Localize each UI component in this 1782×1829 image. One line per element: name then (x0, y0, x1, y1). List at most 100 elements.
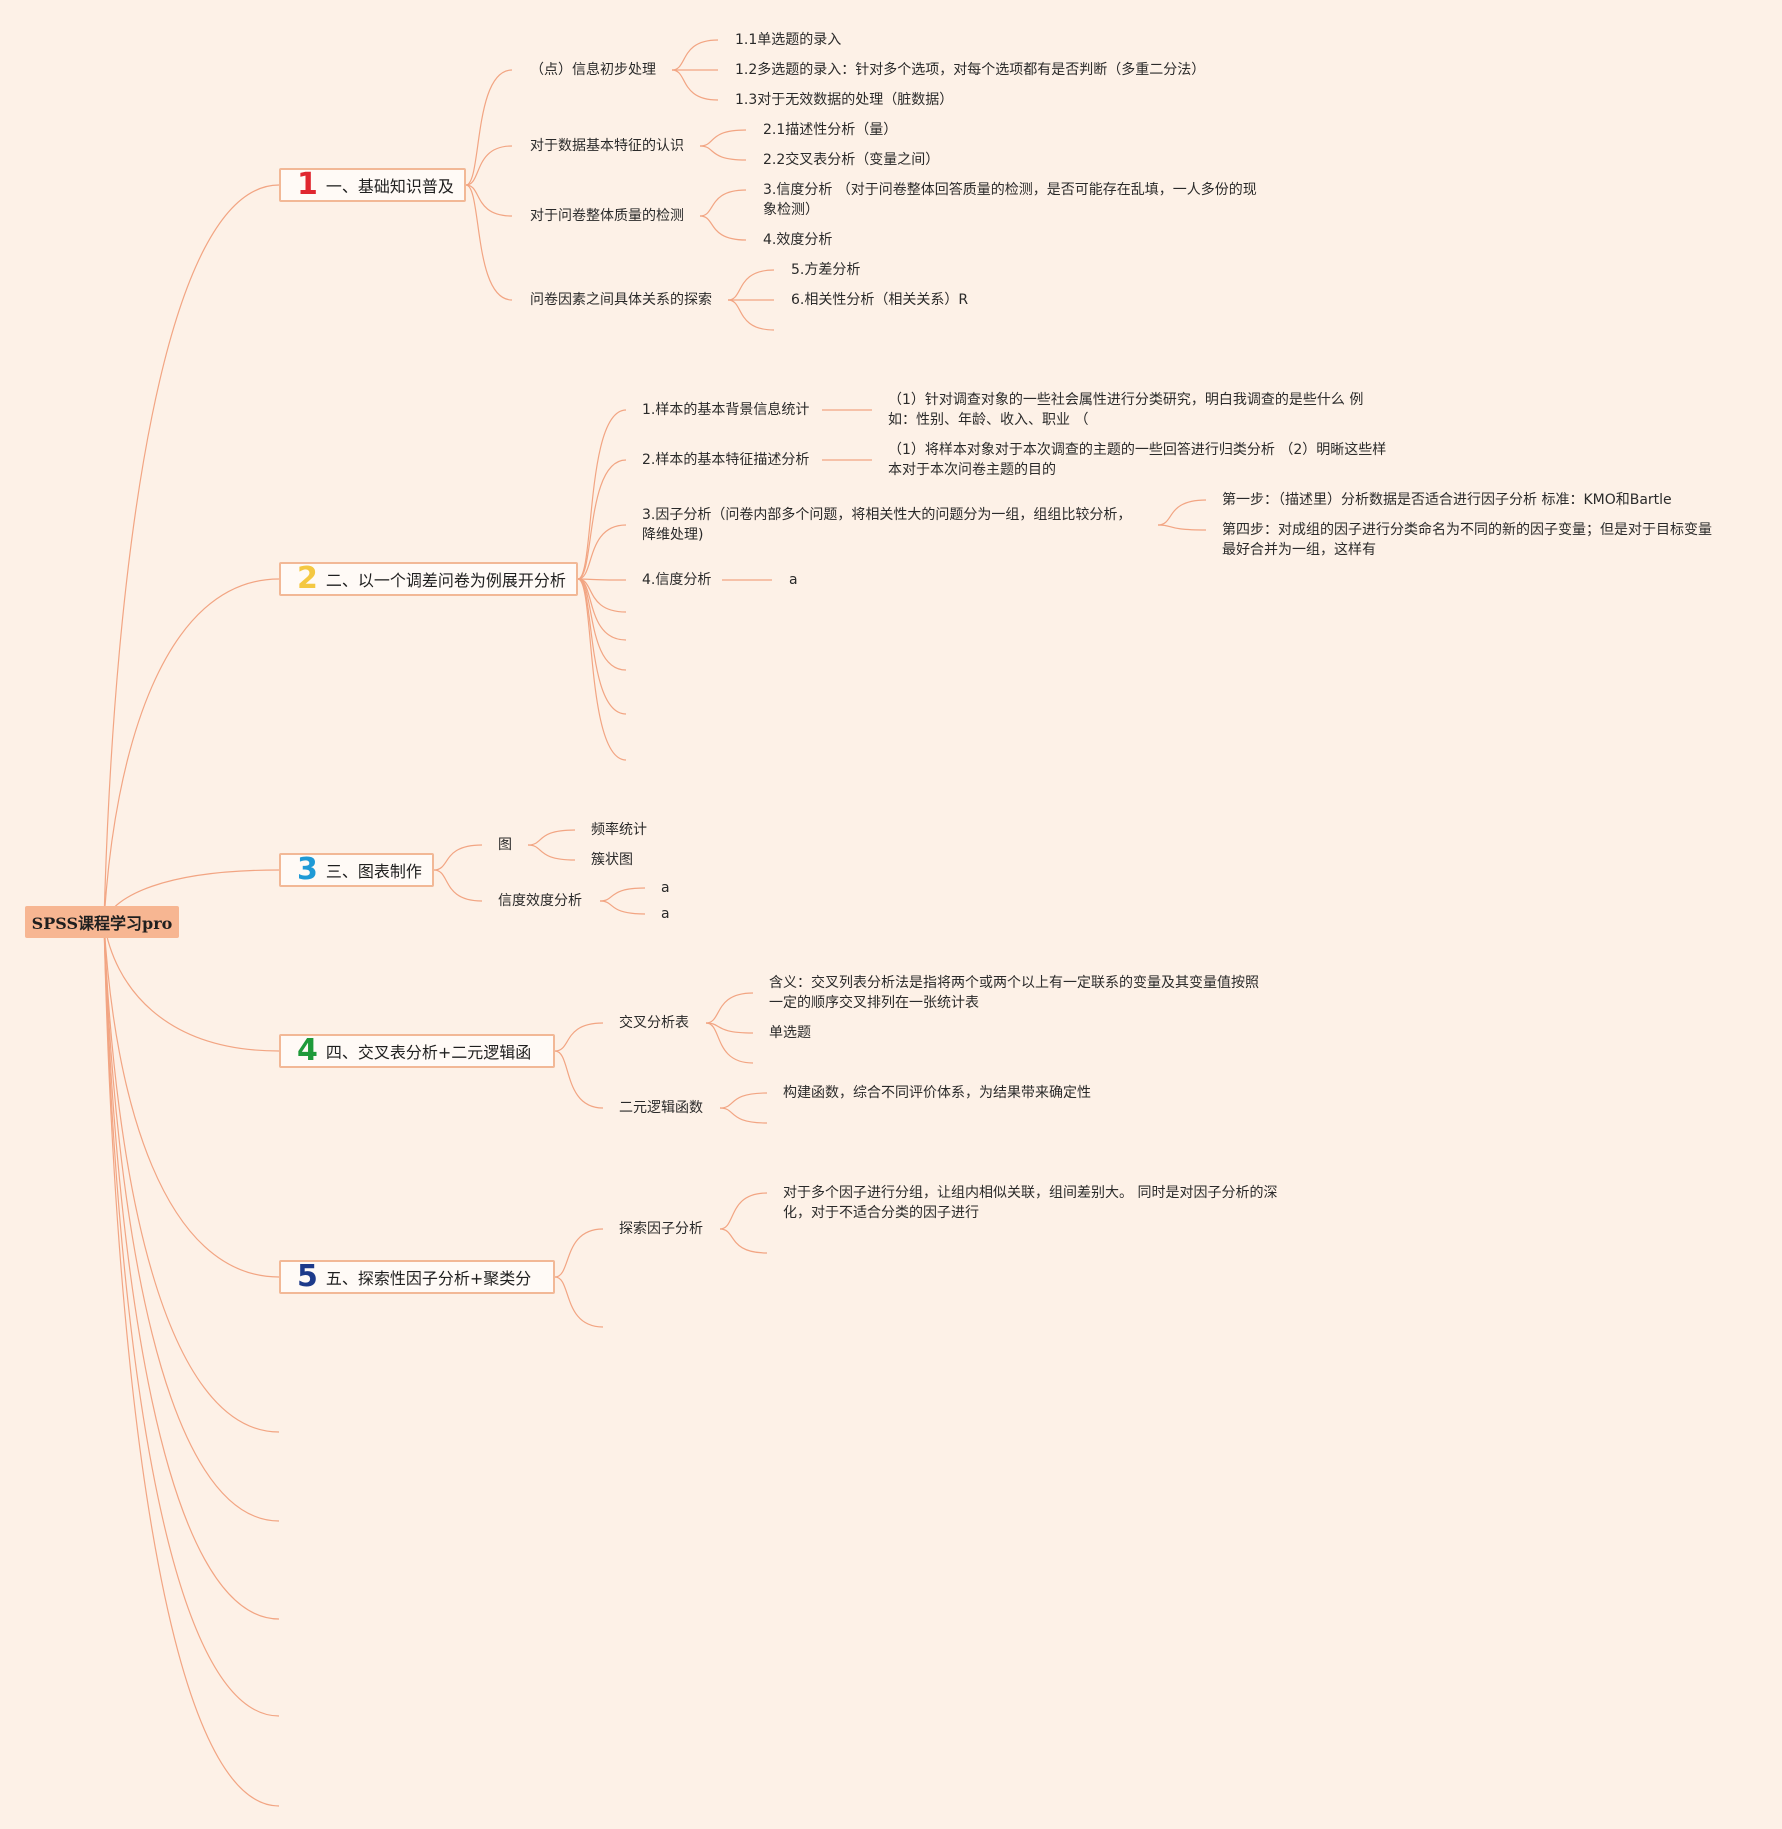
connector-36 (1157, 499, 1207, 526)
connector-54 (719, 1192, 768, 1230)
branch-1-number: 1 (297, 167, 318, 202)
b2-topic-1[interactable]: 1.样本的基本背景信息统计 (642, 402, 810, 418)
branch-5-node[interactable]: 5 五、探索性因子分析+聚类分 (279, 1260, 555, 1294)
connector-52 (554, 1228, 604, 1278)
b4-topic-2[interactable]: 二元逻辑函数 (619, 1100, 703, 1116)
b2-t4-leaf-1[interactable]: a (789, 572, 798, 588)
connector-50 (719, 1092, 768, 1109)
connector-40 (433, 869, 483, 902)
connector-49 (705, 1022, 754, 1064)
b1-t2-leaf-2[interactable]: 2.2交叉表分析（变量之间） (763, 152, 940, 168)
branch-3-number: 3 (297, 852, 318, 887)
b1-t1-leaf-3[interactable]: 1.3对于无效数据的处理（脏数据） (735, 92, 954, 108)
branch-4-label: 四、交叉表分析+二元逻辑函 (325, 1043, 532, 1062)
b4-t1-leaf-1[interactable]: 含义：交叉列表分析法是指将两个或两个以上有一定联系的变量及其变量值按照一定的顺序… (769, 975, 1259, 1011)
b2-t1-leaf-1[interactable]: （1）针对调查对象的一些社会属性进行分类研究，明白我调查的是些什么 例如：性别、… (888, 392, 1364, 428)
b1-topic-1[interactable]: （点）信息初步处理 (530, 62, 656, 78)
connector-46 (554, 1050, 604, 1109)
branch-2-label: 二、以一个调差问卷为例展开分析 (325, 571, 566, 590)
root-connector-10 (103, 921, 280, 1807)
connector-41 (527, 829, 576, 846)
branch-2-node[interactable]: 2 二、以一个调差问卷为例展开分析 (279, 562, 578, 596)
branch-5-label: 五、探索性因子分析+聚类分 (325, 1269, 532, 1288)
branch-4-node[interactable]: 4 四、交叉表分析+二元逻辑函 (279, 1034, 555, 1068)
connector-51 (719, 1107, 768, 1124)
b1-topic-2[interactable]: 对于数据基本特征的认识 (530, 138, 684, 154)
connector-13 (465, 184, 513, 217)
connector-11 (465, 69, 513, 186)
connector-15 (671, 39, 719, 71)
b3-topic-2[interactable]: 信度效度分析 (498, 893, 582, 909)
connector-25 (577, 409, 627, 580)
connector-53 (554, 1276, 604, 1328)
branch-3-node[interactable]: 3 三、图表制作 (279, 853, 434, 887)
branch-4-number: 4 (297, 1033, 318, 1068)
root-connector-9 (103, 921, 280, 1717)
b1-t4-leaf-2[interactable]: 6.相关性分析（相关关系）R (791, 292, 969, 308)
b1-t1-leaf-1[interactable]: 1.1单选题的录入 (735, 32, 842, 48)
b2-topic-4[interactable]: 4.信度分析 (642, 572, 712, 588)
b3-t2-leaf-2[interactable]: a (661, 906, 670, 922)
connector-17 (671, 69, 719, 101)
b3-topic-1[interactable]: 图 (498, 837, 512, 853)
b2-t3-leaf-1[interactable]: 第一步：（描述里）分析数据是否适合进行因子分析 标准：KMO和Bartle (1222, 492, 1672, 508)
b5-topic-1[interactable]: 探索因子分析 (619, 1221, 703, 1237)
connector-14 (465, 184, 513, 301)
b3-t1-leaf-1[interactable]: 频率统计 (591, 822, 647, 838)
root-connector-2 (103, 578, 280, 923)
connector-37 (1157, 524, 1207, 531)
b4-t1-leaf-2[interactable]: 单选题 (769, 1025, 811, 1041)
b3-t1-leaf-2[interactable]: 簇状图 (591, 852, 633, 868)
connector-42 (527, 844, 576, 861)
b1-t2-leaf-1[interactable]: 2.1描述性分析（量） (763, 122, 898, 138)
connector-27 (577, 524, 627, 580)
b1-t1-leaf-2[interactable]: 1.2多选题的录入：针对多个选项，对每个选项都有是否判断（多重二分法） (735, 62, 1206, 78)
root-connector-1 (103, 184, 280, 923)
b1-t3-leaf-2[interactable]: 4.效度分析 (763, 232, 833, 248)
connector-18 (699, 129, 747, 147)
branch-1-label: 一、基础知识普及 (325, 177, 454, 196)
connector-29 (577, 578, 627, 613)
b5-t1-leaf-1[interactable]: 对于多个因子进行分组，让组内相似关联，组间差别大。 同时是对因子分析的深化，对于… (783, 1185, 1278, 1221)
b1-topic-4[interactable]: 问卷因素之间具体关系的探索 (530, 292, 712, 308)
connector-33 (577, 578, 627, 761)
b1-topic-3[interactable]: 对于问卷整体质量的检测 (530, 208, 684, 224)
b3-t2-leaf-1[interactable]: a (661, 880, 670, 896)
b2-t2-leaf-1[interactable]: （1）将样本对象对于本次调查的主题的一些回答进行归类分析 （2）明晰这些样本对于… (888, 442, 1387, 478)
connector-26 (577, 459, 627, 580)
b4-t2-leaf-1[interactable]: 构建函数，综合不同评价体系，为结果带来确定性 (783, 1085, 1091, 1101)
connector-43 (599, 887, 646, 902)
b1-t4-leaf-1[interactable]: 5.方差分析 (791, 262, 861, 278)
root-node[interactable]: SPSS课程学习pro (25, 906, 179, 938)
branch-5-number: 5 (297, 1259, 318, 1294)
connector-24 (727, 299, 775, 331)
b4-topic-1[interactable]: 交叉分析表 (619, 1015, 689, 1031)
branch-1-node[interactable]: 1 一、基础知识普及 (279, 168, 466, 202)
root-connector-8 (103, 921, 280, 1620)
connector-22 (727, 269, 775, 301)
connector-48 (705, 1022, 754, 1034)
root-connector-4 (103, 921, 280, 1052)
b1-t3-leaf-1[interactable]: 3.信度分析 （对于问卷整体回答质量的检测，是否可能存在乱填，一人多份的现象检测… (763, 182, 1257, 218)
connector-28 (577, 578, 627, 581)
branch-2-number: 2 (297, 561, 318, 596)
connector-21 (699, 215, 747, 241)
connector-20 (699, 189, 747, 217)
connector-12 (465, 145, 513, 186)
connector-47 (705, 992, 754, 1024)
b2-topic-3[interactable]: 3.因子分析（问卷内部多个问题，将相关性大的问题分为一组，组组比较分析，降维处理… (642, 507, 1132, 543)
root-connector-7 (103, 921, 280, 1522)
root-connector-5 (103, 921, 280, 1278)
b2-t3-leaf-2[interactable]: 第四步：对成组的因子进行分类命名为不同的新的因子变量；但是对于目标变量最好合并为… (1222, 522, 1712, 558)
branch-3-label: 三、图表制作 (325, 862, 422, 881)
root-connector-6 (103, 921, 280, 1433)
connector-45 (554, 1022, 604, 1052)
connector-55 (719, 1228, 768, 1254)
root-label: SPSS课程学习pro (31, 914, 173, 933)
connector-44 (599, 900, 646, 915)
b2-topic-2[interactable]: 2.样本的基本特征描述分析 (642, 452, 810, 468)
connector-39 (433, 844, 483, 871)
connector-19 (699, 145, 747, 161)
